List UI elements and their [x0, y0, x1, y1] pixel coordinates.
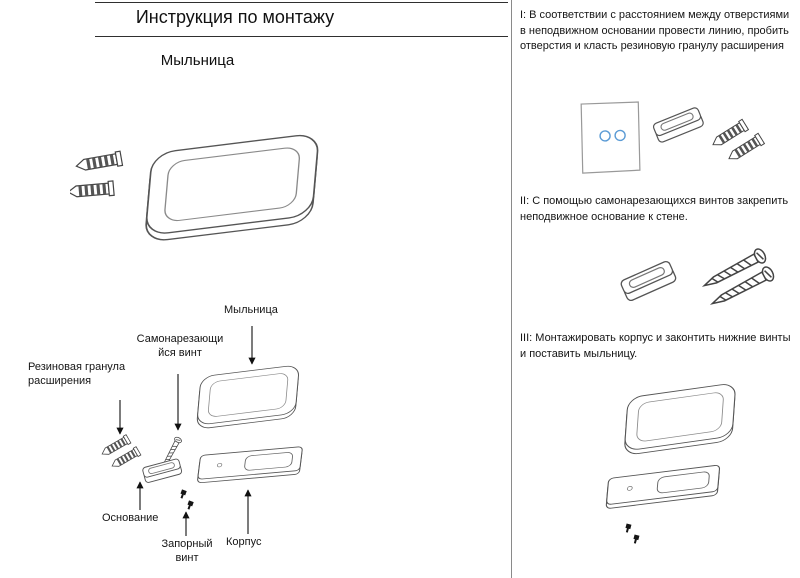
base-drawing: [651, 106, 705, 144]
drilling-template-drawing: [578, 99, 643, 176]
body-drawing: [601, 464, 725, 510]
step1-figure: [578, 99, 765, 176]
locking-screw-drawing: [179, 489, 187, 500]
column-divider: [511, 0, 512, 578]
label-rubber-granule: Резиновая гранула расширения: [28, 361, 126, 387]
self-tapping-screw-drawing: [708, 264, 777, 311]
page-subtitle: Мыльница: [160, 52, 235, 69]
label-locking-screw: Запорный винт: [161, 538, 213, 564]
soap-dish-drawing: [133, 132, 330, 244]
label-self-tapping-screw: Самонарезающи йся винт: [136, 333, 224, 359]
base-drawing: [619, 259, 678, 303]
body-drawing: [194, 446, 306, 484]
step2-text: II: С помощью самонарезающихся винтов за…: [520, 195, 789, 223]
wall-anchor-icon: [70, 180, 115, 200]
soap-dish-drawing: [615, 382, 745, 457]
base-drawing: [141, 457, 183, 484]
label-body: Корпус: [226, 536, 262, 548]
step3-figure: [601, 382, 745, 544]
label-soap-dish: Мыльница: [224, 304, 278, 316]
step1-text: I: В соответствии с расстоянием между от…: [520, 9, 790, 53]
exploded-view-figure: [99, 326, 307, 536]
main-soap-dish-figure: [70, 132, 330, 244]
page-title: Инструкция по монтажу: [135, 7, 335, 27]
locking-screw-drawing: [624, 523, 632, 533]
locking-screw-drawing: [186, 500, 194, 511]
title-divider-top: [95, 2, 508, 3]
label-base: Основание: [102, 512, 159, 524]
soap-dish-drawing: [189, 364, 307, 430]
locking-screw-drawing: [632, 534, 640, 544]
step3-text: III: Монтажировать корпус и законтить ни…: [520, 332, 791, 360]
title-divider-bottom: [95, 36, 508, 37]
step2-figure: [619, 246, 777, 311]
self-tapping-screw-drawing: [700, 246, 769, 293]
wall-anchor-icon: [74, 150, 124, 174]
